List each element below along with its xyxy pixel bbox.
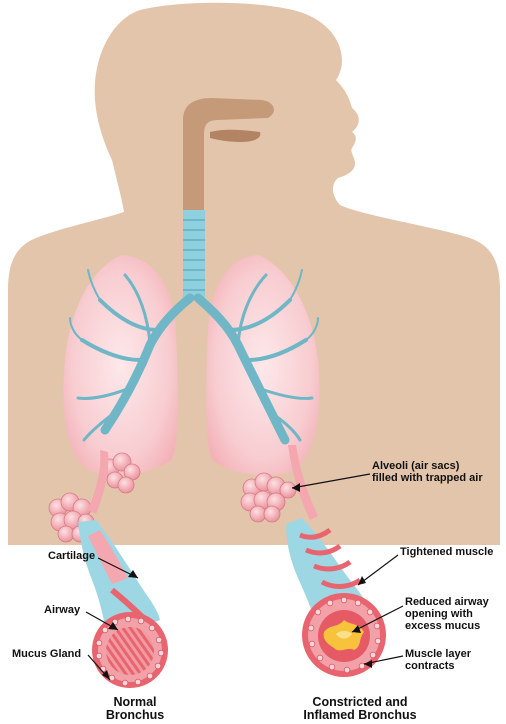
trachea — [183, 210, 205, 300]
label-tightened-muscle: Tightened muscle — [400, 546, 493, 558]
label-alveoli: Alveoli (air sacs) filled with trapped a… — [372, 460, 483, 484]
label-cartilage: Cartilage — [48, 550, 95, 562]
caption-normal-line2: Bronchus — [95, 709, 175, 722]
label-reduced-airway-line2: opening with — [405, 608, 489, 620]
label-reduced-airway-line3: excess mucus — [405, 620, 489, 632]
label-alveoli-line2: filled with trapped air — [372, 472, 483, 484]
normal-bronchus — [78, 520, 168, 688]
label-reduced-airway-line1: Reduced airway — [405, 596, 489, 608]
label-reduced-airway: Reduced airway opening with excess mucus — [405, 596, 489, 632]
caption-normal-bronchus: Normal Bronchus — [95, 696, 175, 722]
caption-constricted-line2: Inflamed Bronchus — [290, 709, 430, 722]
label-muscle-layer-line1: Muscle layer — [405, 648, 471, 660]
caption-constricted-bronchus: Constricted and Inflamed Bronchus — [290, 696, 430, 722]
label-mucus-gland: Mucus Gland — [12, 648, 81, 660]
label-alveoli-line1: Alveoli (air sacs) — [372, 460, 483, 472]
label-airway: Airway — [44, 604, 80, 616]
label-muscle-layer-line2: contracts — [405, 660, 471, 672]
label-muscle-layer: Muscle layer contracts — [405, 648, 471, 672]
